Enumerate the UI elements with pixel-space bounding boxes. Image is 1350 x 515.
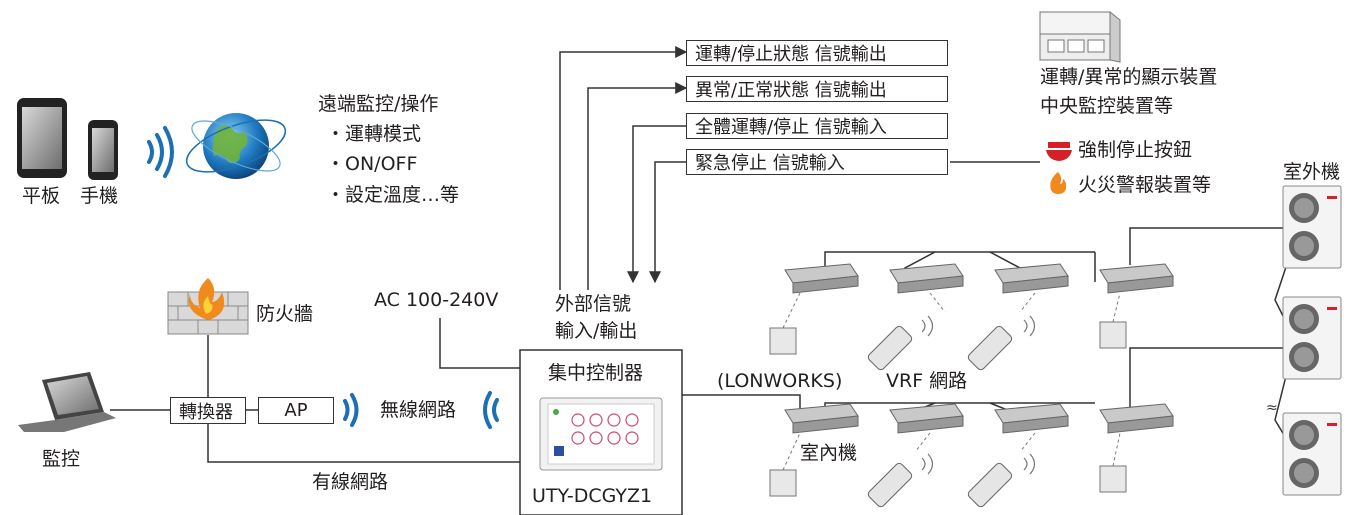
power-line [439, 318, 520, 369]
vrf-label: VRF 網路 [886, 370, 968, 392]
indoor-units-bottom [784, 403, 1174, 434]
indoor-unit-label: 室內機 [800, 442, 858, 464]
ap-box: AP [258, 397, 334, 424]
lonworks-line [682, 394, 801, 410]
firewall-icon [167, 278, 249, 335]
svg-text:≈: ≈ [1266, 400, 1278, 416]
signal-output-line-2 [587, 82, 688, 290]
wired-line [207, 424, 520, 463]
remote-control-icons [867, 325, 1013, 508]
wall-controller-icons [769, 321, 1127, 497]
signal-input-line-2 [649, 161, 686, 284]
emergency-button-label: 強制停止按鈕 [1078, 139, 1193, 161]
display-device-icon [1039, 10, 1121, 63]
globe-icon [185, 113, 287, 179]
laptop-label: 監控 [42, 448, 81, 470]
remote-item-2: ・ON/OFF [326, 153, 418, 175]
signal-box-all-run-input: 全體運轉/停止 信號輸入 [686, 113, 948, 139]
tablet-icon [17, 98, 67, 178]
remote-item-3: ・設定溫度…等 [326, 184, 460, 206]
controller-touchscreen-icon [539, 397, 663, 471]
controller-model: UTY-DCGYZ1 [532, 485, 653, 507]
tablet-label: 平板 [22, 185, 61, 207]
fire-alarm-label: 火災警報裝置等 [1078, 174, 1212, 196]
external-signal-label-1: 外部信號 [555, 293, 632, 315]
remote-title: 遠端監控/操作 [318, 93, 439, 115]
external-signal-label-2: 輸入/輸出 [555, 320, 638, 342]
signal-input-line-1 [627, 125, 686, 284]
phone-icon [88, 120, 118, 180]
wifi-waves-icon [147, 126, 174, 178]
wired-label: 有線網路 [312, 471, 389, 493]
indoor-units-top [784, 263, 1174, 294]
converter-box: 轉換器 [170, 397, 246, 424]
remote-item-1: ・運轉模式 [326, 123, 422, 145]
phone-label: 手機 [80, 185, 119, 207]
wireless-label: 無線網路 [380, 399, 457, 421]
power-label: AC 100-240V [374, 289, 499, 311]
controller-wifi-icon [483, 391, 499, 429]
display-device-label-1: 運轉/異常的顯示裝置 [1040, 66, 1218, 88]
emergency-button-icon [1046, 142, 1072, 161]
lonworks-label: (LONWORKS) [717, 370, 843, 392]
outdoor-units: ≈ [1266, 185, 1342, 496]
signal-output-line-1 [559, 46, 688, 290]
fire-alarm-icon [1050, 172, 1067, 194]
ap-wifi-icon [343, 393, 359, 427]
laptop-icon [18, 372, 116, 432]
signal-box-error-output: 異常/正常狀態 信號輸出 [686, 76, 948, 102]
signal-box-emergency-input: 緊急停止 信號輸入 [686, 149, 948, 175]
controller-title: 集中控制器 [548, 362, 644, 384]
display-device-label-2: 中央監控裝置等 [1040, 95, 1174, 117]
signal-box-run-stop-output: 運轉/停止狀態 信號輸出 [686, 40, 948, 66]
outdoor-unit-label: 室外機 [1283, 161, 1341, 183]
firewall-label: 防火牆 [256, 303, 314, 325]
